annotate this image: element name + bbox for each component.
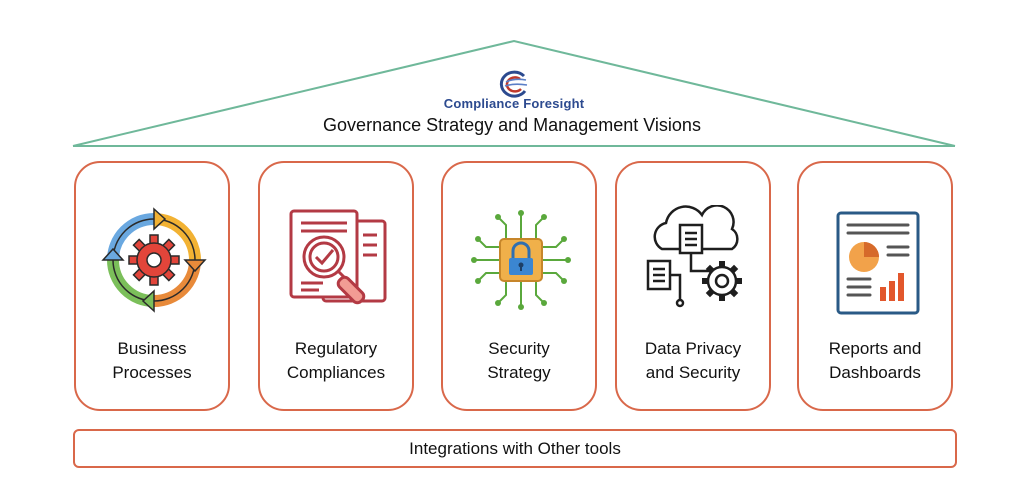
pillar-label: Data Privacy and Security xyxy=(644,339,742,382)
roof-outline xyxy=(72,39,956,147)
logo-text: Compliance Foresight xyxy=(443,96,585,111)
logo-swoosh-icon xyxy=(499,70,528,98)
pillar-data-privacy-security: Data Privacy and Security xyxy=(615,161,771,411)
circuit-lock-icon xyxy=(471,210,571,310)
pillar-reports-dashboards: Reports and Dashboards xyxy=(797,161,953,411)
document-magnifier-check-icon xyxy=(289,209,387,305)
base-integrations: Integrations with Other tools xyxy=(73,429,957,468)
cloud-document-gear-icon xyxy=(646,205,742,308)
compliance-foresight-logo: Compliance Foresight xyxy=(414,70,614,114)
pillar-label: Security Strategy xyxy=(487,339,551,382)
pillar-regulatory-compliances: Regulatory Compliances xyxy=(258,161,414,411)
pillar-business-processes: Business Processes xyxy=(74,161,230,411)
report-chart-icon xyxy=(836,211,920,315)
pillar-label: Regulatory Compliances xyxy=(286,339,386,382)
roof-title: Governance Strategy and Management Visio… xyxy=(323,115,701,135)
pillar-label: Reports and Dashboards xyxy=(828,339,922,382)
pillar-label: Business Processes xyxy=(112,339,192,382)
process-cycle-gear-icon xyxy=(101,207,207,313)
pillar-security-strategy: Security Strategy xyxy=(441,161,597,411)
